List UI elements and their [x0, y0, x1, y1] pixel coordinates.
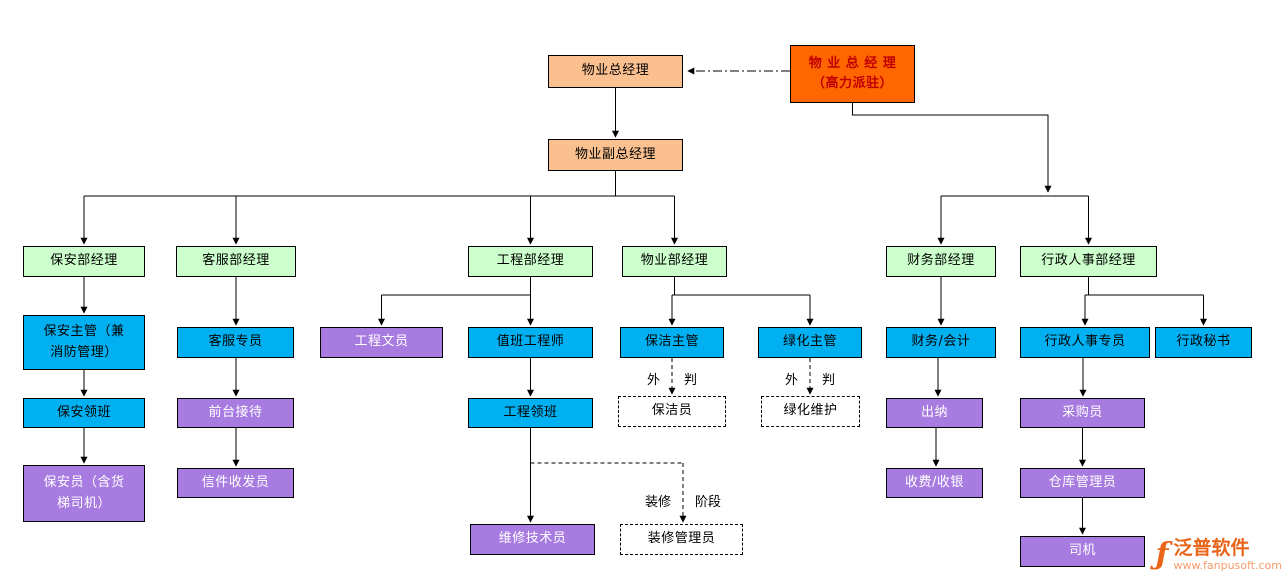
node-security-dept-manager: 保安部经理	[23, 246, 145, 277]
label-outsourced-right: 判	[822, 372, 836, 388]
watermark-url: www.fanpusoft.com	[1173, 558, 1282, 572]
node-engineering-clerk: 工程文员	[320, 327, 443, 358]
node-admin-hr-manager: 行政人事部经理	[1020, 246, 1157, 277]
label-outsourced-left: 外	[646, 372, 660, 388]
node-general-manager: 物业总经理	[548, 55, 683, 88]
node-property-dept-manager: 物业部经理	[622, 246, 727, 277]
node-accountant: 财务/会计	[886, 327, 996, 358]
connectors	[80, 67, 1207, 535]
label-outsourced-right: 判	[684, 372, 698, 388]
node-greening-maintenance: 绿化维护	[761, 396, 860, 427]
node-cs-specialist: 客服专员	[177, 327, 294, 358]
node-security-supervisor: 保安主管（兼 消防管理）	[23, 315, 145, 370]
node-maintenance-technician: 维修技术员	[470, 524, 595, 555]
fanpu-logo-icon: ƒ	[1155, 537, 1169, 573]
node-security-guard: 保安员（含货 梯司机）	[23, 465, 145, 522]
node-deputy-general-manager: 物业副总经理	[548, 139, 683, 171]
watermark: ƒ 泛普软件 www.fanpusoft.com	[1155, 537, 1282, 573]
node-driver: 司机	[1020, 536, 1145, 567]
node-general-manager-dispatch: 物 业 总 经 理 （高力派驻）	[790, 45, 915, 103]
node-engineering-foreman: 工程领班	[468, 398, 593, 428]
node-decoration-admin: 装修管理员	[620, 524, 743, 555]
node-admin-hr-specialist: 行政人事专员	[1020, 327, 1150, 358]
node-engineering-manager: 工程部经理	[468, 246, 593, 277]
label-decoration-phase: 装修 阶段	[613, 489, 753, 511]
watermark-text: 泛普软件 www.fanpusoft.com	[1173, 537, 1282, 572]
node-purchaser: 采购员	[1020, 398, 1145, 428]
node-cleaner: 保洁员	[618, 396, 726, 427]
node-front-desk: 前台接待	[177, 398, 294, 428]
node-fee-cashier: 收费/收银	[886, 468, 983, 498]
node-warehouse-keeper: 仓库管理员	[1020, 468, 1145, 498]
node-security-foreman: 保安领班	[23, 398, 145, 428]
label-outsourced-cleaning: 外 判	[612, 367, 732, 389]
label-decoration-left: 装修	[644, 494, 671, 510]
node-finance-manager: 财务部经理	[886, 246, 996, 277]
node-greening-supervisor: 绿化主管	[758, 327, 862, 358]
watermark-brand-name: 泛普软件	[1173, 537, 1250, 560]
node-admin-secretary: 行政秘书	[1155, 327, 1252, 358]
node-customer-service-manager: 客服部经理	[176, 246, 296, 277]
node-duty-engineer: 值班工程师	[468, 327, 593, 358]
label-outsourced-left: 外	[784, 372, 798, 388]
label-outsourced-greening: 外 判	[750, 367, 870, 389]
node-cashier: 出纳	[886, 398, 983, 428]
label-decoration-right: 阶段	[695, 494, 722, 510]
node-cleaning-supervisor: 保洁主管	[620, 327, 724, 358]
node-mail-clerk: 信件收发员	[177, 468, 294, 498]
